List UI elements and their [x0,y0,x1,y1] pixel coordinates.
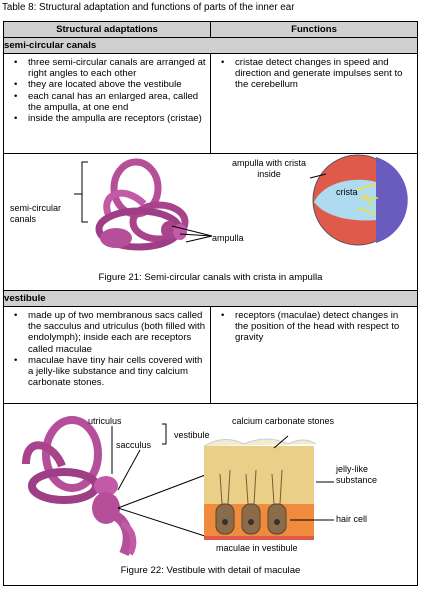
section-title-row: semi-circular canals [3,37,418,54]
section-title-row: vestibule [3,290,418,307]
figure-row: semi-circular canals ampulla ampulla wit… [3,153,418,291]
list-item: receptors (maculae) detect changes in th… [211,310,417,344]
list-item: inside the ampulla are receptors (crista… [4,113,210,124]
label-semicircular-canals: semi-circular canals [10,203,62,224]
list-item: three semi-circular canals are arranged … [4,57,210,79]
label-ampulla: ampulla [212,233,244,243]
functions-list: receptors (maculae) detect changes in th… [211,310,417,344]
label-jelly-substance: jelly-like substance [336,464,378,485]
label-utriculus: utriculus [88,416,122,426]
header-functions: Functions [210,21,418,38]
table-header-row: Structural adaptations Functions [3,21,418,38]
label-sacculus: sacculus [116,440,152,450]
vestibule-illustration [22,416,334,557]
section-content-row: made up of two membranous sacs called th… [3,306,418,404]
functions-cell: cristae detect changes in speed and dire… [210,53,418,154]
semicircular-canals-illustration [74,154,408,251]
section-content-row: three semi-circular canals are arranged … [3,53,418,154]
figure-22-caption: Figure 22: Vestibule with detail of macu… [120,565,301,576]
figure-row: utriculus sacculus vestibule calcium car… [3,403,418,586]
list-item: cristae detect changes in speed and dire… [211,57,417,91]
list-item: maculae have tiny hair cells covered wit… [4,355,210,389]
label-maculae: maculae in vestibule [216,543,298,553]
figure-22: utriculus sacculus vestibule calcium car… [4,404,417,585]
label-vestibule: vestibule [174,430,210,440]
list-item: each canal has an enlarged area, called … [4,91,210,113]
figure-21-cell: semi-circular canals ampulla ampulla wit… [3,153,418,291]
label-calcium-stones: calcium carbonate stones [232,416,335,426]
label-ampulla-crista: ampulla with crista inside [231,158,307,179]
structures-cell: three semi-circular canals are arranged … [3,53,211,154]
figure-22-cell: utriculus sacculus vestibule calcium car… [3,403,418,586]
inner-ear-table: Structural adaptations Functions semi-ci… [3,21,418,586]
label-hair-cell: hair cell [336,514,368,524]
table-caption: Table 8: Structural adaptation and funct… [2,2,295,13]
structures-cell: made up of two membranous sacs called th… [3,306,211,404]
functions-cell: receptors (maculae) detect changes in th… [210,306,418,404]
figure-21: semi-circular canals ampulla ampulla wit… [4,154,417,290]
label-crista: crista [336,187,358,197]
list-item: made up of two membranous sacs called th… [4,310,210,355]
figure-21-caption: Figure 21: Semi-circular canals with cri… [98,272,323,283]
list-item: they are located above the vestibule [4,79,210,90]
structures-list: made up of two membranous sacs called th… [4,310,210,388]
section-title-semicircular: semi-circular canals [3,37,418,54]
header-structures: Structural adaptations [3,21,211,38]
structures-list: three semi-circular canals are arranged … [4,57,210,124]
functions-list: cristae detect changes in speed and dire… [211,57,417,91]
section-title-vestibule: vestibule [3,290,418,307]
